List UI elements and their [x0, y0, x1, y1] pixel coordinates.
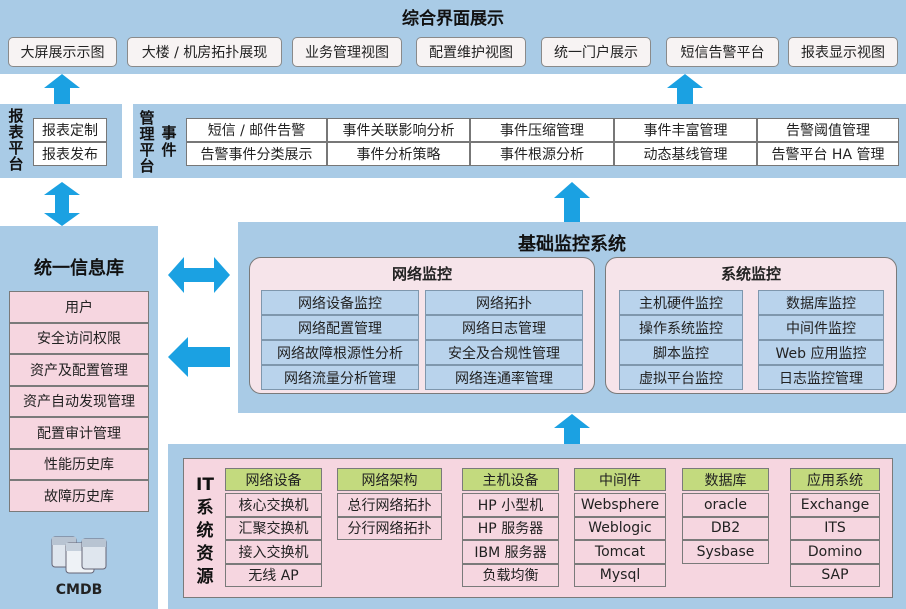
it-group-4-item-2[interactable]: Weblogic: [574, 516, 666, 540]
top-button-3[interactable]: 业务管理视图: [292, 37, 402, 67]
it-group-1-item-4[interactable]: 无线 AP: [225, 563, 322, 587]
it-resources-label: IT系统资源: [196, 475, 214, 587]
it-group-6-item-2[interactable]: ITS: [790, 516, 880, 540]
it-group-header-3: 主机设备: [462, 468, 559, 491]
system-col2-item-4[interactable]: 日志监控管理: [758, 365, 884, 390]
it-group-5-item-2[interactable]: DB2: [682, 516, 769, 540]
network-col2-item-1[interactable]: 网络拓扑: [425, 290, 583, 315]
it-group-6-item-4[interactable]: SAP: [790, 563, 880, 587]
it-group-2-item-2[interactable]: 分行网络拓扑: [337, 516, 442, 540]
up-arrow-it-to-monitor: [554, 414, 590, 444]
event-item-1-2[interactable]: 事件关联影响分析: [327, 118, 470, 142]
event-item-2-2[interactable]: 事件分析策略: [327, 142, 470, 166]
it-group-1-item-3[interactable]: 接入交换机: [225, 540, 322, 564]
cmdb-label: CMDB: [55, 582, 103, 598]
info-db-title: 统一信息库: [34, 258, 124, 279]
system-col1-item-2[interactable]: 操作系统监控: [619, 315, 743, 340]
network-col1-item-2[interactable]: 网络配置管理: [261, 315, 419, 340]
info-db-item-3[interactable]: 资产及配置管理: [9, 354, 149, 386]
it-group-1-item-1[interactable]: 核心交换机: [225, 493, 322, 517]
updown-arrow-report-db: [44, 182, 80, 226]
it-group-3-item-1[interactable]: HP 小型机: [462, 493, 559, 517]
up-arrow-event-to-top: [667, 74, 703, 104]
it-group-5-item-1[interactable]: oracle: [682, 493, 769, 517]
it-group-1-item-2[interactable]: 汇聚交换机: [225, 516, 322, 540]
info-db-item-7[interactable]: 故障历史库: [9, 480, 149, 512]
cmdb-icon: [51, 536, 107, 574]
network-col1-item-1[interactable]: 网络设备监控: [261, 290, 419, 315]
report-item-1[interactable]: 报表定制: [33, 118, 107, 142]
top-display-title: 综合界面展示: [402, 9, 504, 29]
event-item-2-1[interactable]: 告警事件分类展示: [186, 142, 327, 166]
top-button-1[interactable]: 大屏展示示图: [8, 37, 117, 67]
it-group-5-item-3[interactable]: Sysbase: [682, 540, 769, 564]
info-db-item-6[interactable]: 性能历史库: [9, 448, 149, 480]
event-item-1-5[interactable]: 告警阈值管理: [757, 118, 899, 142]
info-db-item-4[interactable]: 资产自动发现管理: [9, 385, 149, 417]
it-group-6-item-3[interactable]: Domino: [790, 540, 880, 564]
up-arrow-monitor-to-event: [554, 182, 590, 222]
it-group-header-4: 中间件: [574, 468, 666, 491]
report-platform-label: 报表平台: [8, 107, 24, 173]
network-col1-item-3[interactable]: 网络故障根源性分析: [261, 340, 419, 365]
network-monitor-title: 网络监控: [391, 265, 452, 283]
it-group-header-1: 网络设备: [225, 468, 322, 491]
system-col1-item-4[interactable]: 虚拟平台监控: [619, 365, 743, 390]
top-button-4[interactable]: 配置维护视图: [416, 37, 526, 67]
info-db-item-5[interactable]: 配置审计管理: [9, 417, 149, 449]
top-button-7[interactable]: 报表显示视图: [788, 37, 898, 67]
it-group-header-5: 数据库: [682, 468, 769, 491]
event-item-2-4[interactable]: 动态基线管理: [614, 142, 757, 166]
it-group-header-2: 网络架构: [337, 468, 442, 491]
it-group-header-6: 应用系统: [790, 468, 880, 491]
event-mgmt-label-a: 管理平台: [139, 109, 155, 175]
it-group-4-item-4[interactable]: Mysql: [574, 563, 666, 587]
event-item-2-5[interactable]: 告警平台 HA 管理: [757, 142, 899, 166]
system-col2-item-3[interactable]: Web 应用监控: [758, 340, 884, 365]
event-item-1-1[interactable]: 短信 / 邮件告警: [186, 118, 327, 142]
network-col1-item-4[interactable]: 网络流量分析管理: [261, 365, 419, 390]
network-col2-item-3[interactable]: 安全及合规性管理: [425, 340, 583, 365]
event-item-2-3[interactable]: 事件根源分析: [470, 142, 614, 166]
system-col2-item-1[interactable]: 数据库监控: [758, 290, 884, 315]
left-arrow-monitor-to-db: [168, 337, 230, 377]
info-db-item-2[interactable]: 安全访问权限: [9, 322, 149, 354]
top-button-5[interactable]: 统一门户展示: [541, 37, 651, 67]
it-group-4-item-1[interactable]: Websphere: [574, 493, 666, 517]
event-item-1-4[interactable]: 事件丰富管理: [614, 118, 757, 142]
system-col1-item-1[interactable]: 主机硬件监控: [619, 290, 743, 315]
info-db-item-1[interactable]: 用户: [9, 291, 149, 323]
system-col1-item-3[interactable]: 脚本监控: [619, 340, 743, 365]
event-item-1-3[interactable]: 事件压缩管理: [470, 118, 614, 142]
it-group-3-item-4[interactable]: 负载均衡: [462, 563, 559, 587]
it-group-6-item-1[interactable]: Exchange: [790, 493, 880, 517]
event-mgmt-label-b: 事件: [161, 124, 177, 159]
network-col2-item-2[interactable]: 网络日志管理: [425, 315, 583, 340]
double-arrow-db-monitor: [168, 257, 230, 293]
it-group-2-item-1[interactable]: 总行网络拓扑: [337, 493, 442, 517]
it-group-3-item-3[interactable]: IBM 服务器: [462, 540, 559, 564]
it-group-4-item-3[interactable]: Tomcat: [574, 540, 666, 564]
network-col2-item-4[interactable]: 网络连通率管理: [425, 365, 583, 390]
top-button-2[interactable]: 大楼 / 机房拓扑展现: [127, 37, 282, 67]
report-item-2[interactable]: 报表发布: [33, 142, 107, 166]
it-group-3-item-2[interactable]: HP 服务器: [462, 516, 559, 540]
up-arrow-report-to-top: [44, 74, 80, 104]
system-col2-item-2[interactable]: 中间件监控: [758, 315, 884, 340]
top-button-6[interactable]: 短信告警平台: [666, 37, 779, 67]
system-monitor-title: 系统监控: [720, 265, 781, 283]
monitor-title: 基础监控系统: [518, 234, 626, 255]
